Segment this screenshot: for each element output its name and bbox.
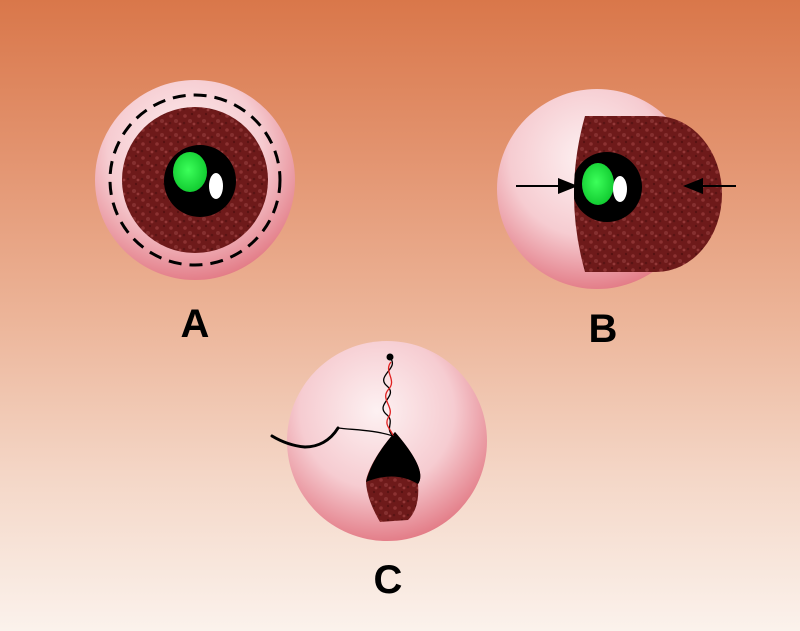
needle-thread <box>337 427 394 437</box>
panel-b <box>497 89 736 289</box>
reflection-a <box>209 173 223 199</box>
reflection-b <box>613 176 627 202</box>
label-b: B <box>588 307 618 351</box>
disc-c <box>287 341 487 541</box>
label-c: C <box>373 558 403 602</box>
incision-dashed-circle <box>108 93 282 267</box>
needle-instrument <box>270 426 340 449</box>
label-a: A <box>180 302 210 346</box>
fragment-dark-top <box>366 432 421 484</box>
suture-knot <box>386 353 394 361</box>
panel-c <box>270 341 487 541</box>
lens-green-a <box>173 152 207 192</box>
suture-thread-red <box>385 361 394 437</box>
lens-green-b <box>582 163 614 205</box>
panel-a <box>95 80 295 280</box>
